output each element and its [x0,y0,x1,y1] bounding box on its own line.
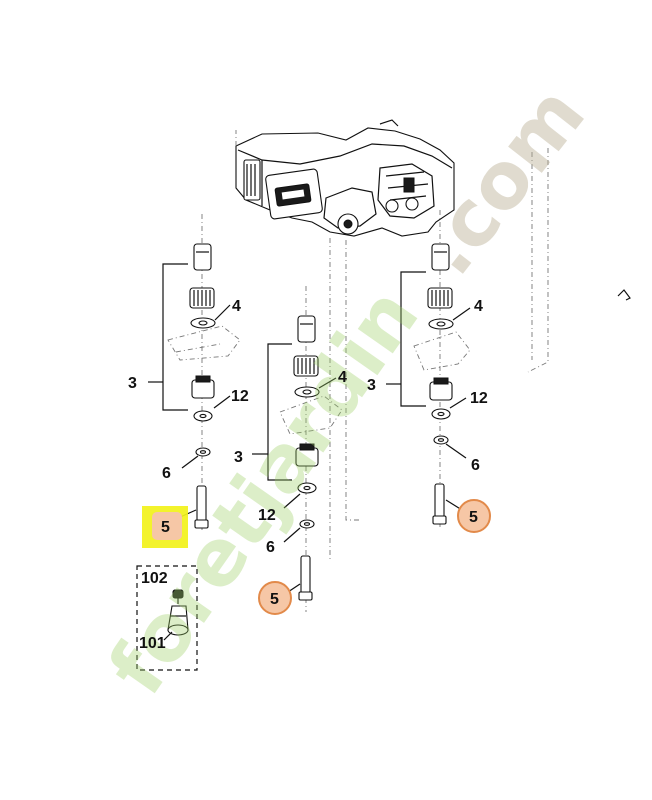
highlight-circle-middle [258,581,292,615]
highlight-circle-right [457,499,491,533]
callout-middle-washer-top: 4 [338,369,347,386]
middle-mount-stack [252,286,343,612]
left-mount-stack [148,214,241,530]
callout-right-bolt: 5 [469,509,478,526]
callout-left-bolt: 5 [161,519,170,536]
callout-left-bracket: 3 [128,375,137,392]
callout-right-washer-small: 6 [471,457,480,474]
callout-kit-fitting: 101 [139,635,166,652]
callout-middle-bracket: 3 [234,449,243,466]
callout-middle-washer-small: 6 [266,539,275,556]
callout-left-washer-bottom: 12 [231,388,249,405]
callout-left-washer-top: 4 [232,298,241,315]
callout-right-bracket: 3 [367,377,376,394]
callout-middle-bolt: 5 [270,591,279,608]
right-mount-stack [386,210,471,528]
callout-middle-washer-bottom: 12 [258,507,276,524]
callout-kit-nipple: 102 [141,570,168,587]
callout-left-washer-small: 6 [162,465,171,482]
callout-right-washer-top: 4 [474,298,483,315]
callout-right-washer-bottom: 12 [470,390,488,407]
frame-outline [329,148,631,560]
grease-fitting-kit [136,565,198,671]
engine-drawing [235,119,455,237]
